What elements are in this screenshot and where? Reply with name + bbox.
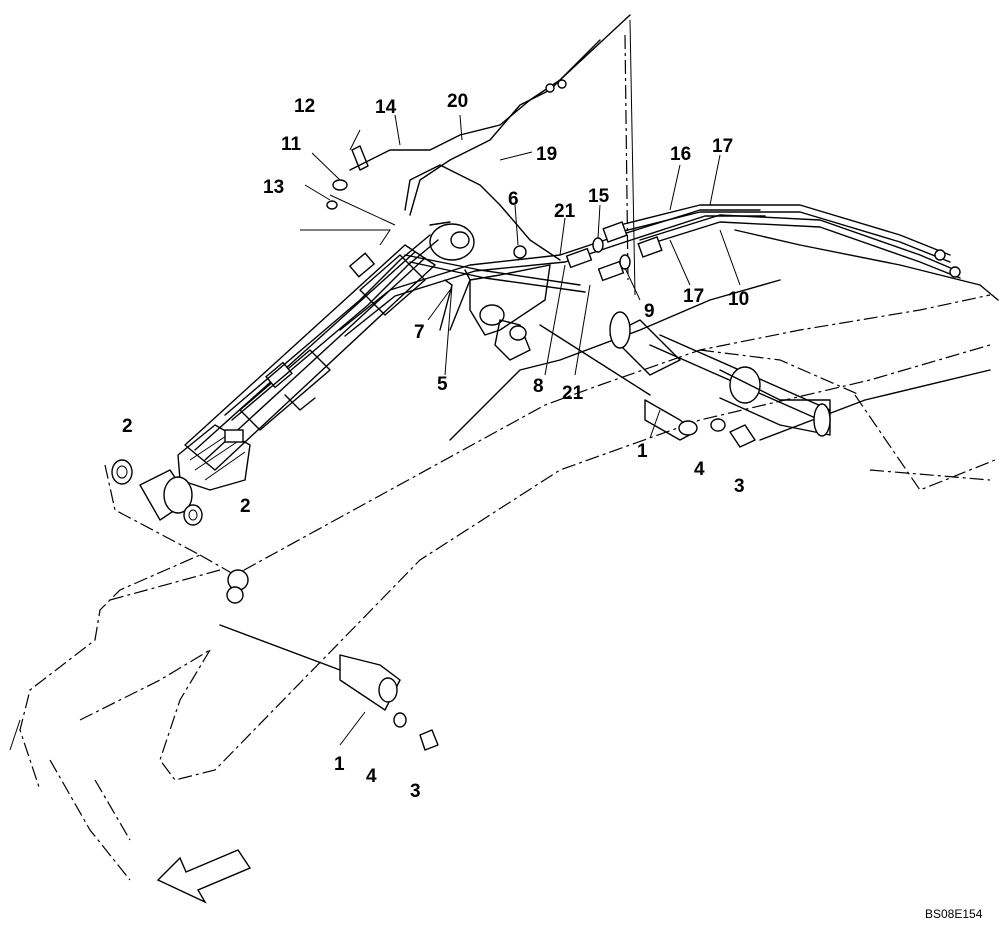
callout-8: 8 — [533, 376, 544, 397]
upper-hoses — [349, 14, 636, 296]
callout-10: 10 — [728, 289, 749, 310]
callout-9: 9 — [644, 301, 655, 322]
callout-3-lower: 3 — [410, 781, 421, 802]
callout-labels: 1 1 2 2 3 3 4 4 5 6 7 8 9 10 11 12 13 14… — [122, 91, 749, 802]
callout-3-upper: 3 — [734, 476, 745, 497]
boom-cylinder — [177, 221, 475, 491]
callout-17-lower: 17 — [683, 286, 704, 307]
hose-fittings — [513, 221, 663, 282]
callout-13: 13 — [263, 177, 284, 198]
callout-11: 11 — [281, 134, 302, 155]
callout-15: 15 — [588, 186, 610, 207]
pin-assembly-lower — [219, 624, 439, 751]
callout-1-upper: 1 — [637, 441, 648, 462]
callout-2-left: 2 — [122, 416, 133, 437]
callout-21-upper: 21 — [554, 201, 576, 222]
callout-4-lower: 4 — [366, 766, 377, 787]
fittings-group — [300, 145, 396, 246]
cylinder-bracket — [439, 264, 551, 361]
front-direction-arrow-icon — [156, 849, 252, 904]
pin-assembly-upper — [539, 324, 756, 448]
callout-2-right: 2 — [240, 496, 251, 517]
callout-6: 6 — [508, 189, 519, 210]
callout-5: 5 — [437, 374, 448, 395]
callout-21-lower: 21 — [562, 383, 584, 404]
callout-1-lower: 1 — [334, 754, 345, 775]
drawing-code: BS08E154 — [925, 907, 983, 921]
bushing-and-washers — [111, 459, 249, 604]
callout-7: 7 — [414, 322, 425, 343]
callout-19: 19 — [536, 144, 557, 165]
callout-16: 16 — [670, 144, 691, 165]
callout-17-upper: 17 — [712, 136, 733, 157]
arm-cylinder — [609, 311, 831, 437]
callout-12: 12 — [294, 96, 315, 117]
callout-14: 14 — [375, 97, 397, 118]
callout-20: 20 — [447, 91, 468, 112]
callout-4-upper: 4 — [694, 459, 705, 480]
leader-lines — [304, 114, 741, 746]
